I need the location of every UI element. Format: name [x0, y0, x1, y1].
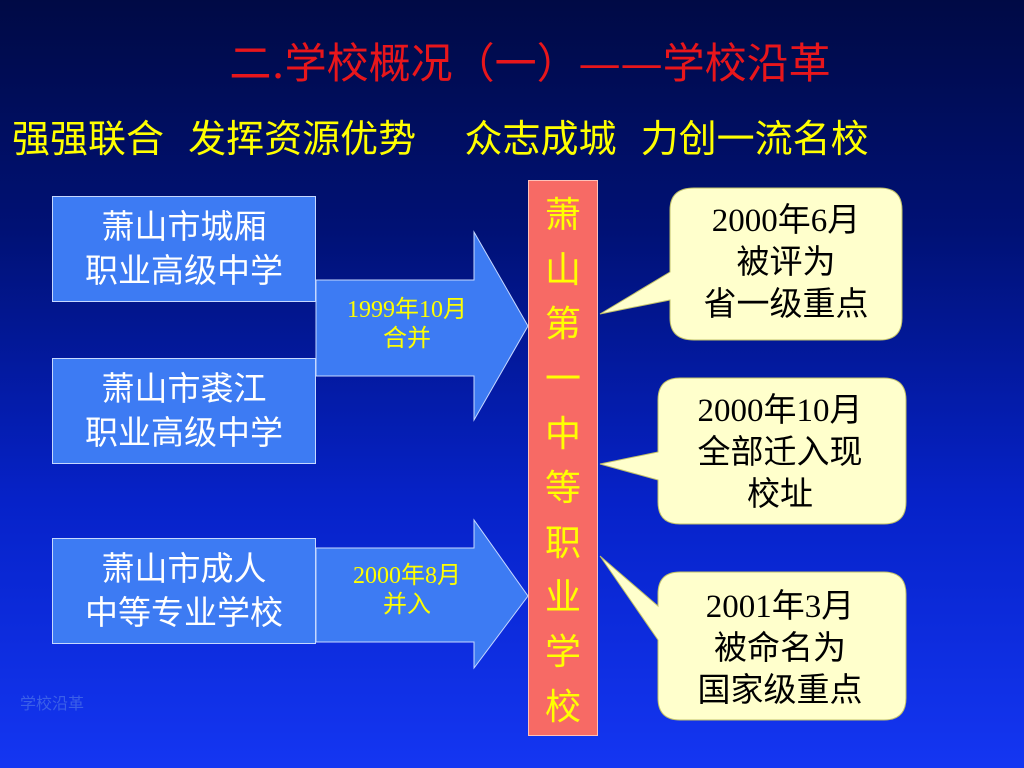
- milestone-text: 校址: [747, 477, 813, 513]
- merged-school-char: 山: [544, 249, 581, 291]
- merge-arrow-1999: [315, 230, 529, 422]
- source-school-name-line2: 职业高级中学: [85, 413, 283, 452]
- merged-school-char: 业: [544, 577, 581, 619]
- source-school-name-line1: 萧山市成人: [101, 549, 267, 588]
- merged-school-char: 校: [544, 686, 581, 728]
- callout-bubble-3: [599, 555, 907, 721]
- milestone-callout-2000-10: 2000年10月 全部迁入现 校址: [664, 390, 896, 516]
- source-school-name-line2: 中等专业学校: [85, 593, 283, 632]
- merge-arrow-label-2000: 2000年8月 并入: [312, 562, 502, 620]
- callout-bubble-1: [599, 187, 903, 341]
- milestone-callout-2000-06: 2000年6月 被评为 省一级重点: [670, 200, 902, 326]
- merged-school-box: 萧 山 第 一 中 等 职 业 学 校: [528, 180, 598, 736]
- source-school-name-line2: 职业高级中学: [85, 251, 283, 290]
- slide-subtitle: 强强联合 发挥资源优势 众志成城 力创一流名校: [12, 117, 869, 161]
- merged-school-char: 职: [544, 522, 581, 564]
- source-school-chengxiang: 萧山市城厢 职业高级中学: [52, 196, 316, 302]
- arrow-label-action: 并入: [383, 592, 431, 618]
- merged-school-char: 学: [544, 632, 581, 674]
- arrow-label-date: 2000年8月: [353, 563, 461, 589]
- merged-school-char: 第: [544, 304, 581, 346]
- milestone-text: 国家级重点: [697, 673, 863, 709]
- merged-school-char: 一: [544, 359, 581, 401]
- merged-school-char: 萧: [544, 195, 581, 237]
- slide-footer: 学校沿革: [20, 694, 85, 713]
- milestone-text: 被命名为: [714, 631, 846, 667]
- arrow-label-action: 合并: [383, 326, 431, 352]
- milestone-text: 全部迁入现: [697, 435, 863, 471]
- source-school-adult: 萧山市成人 中等专业学校: [52, 538, 316, 644]
- merge-arrow-label-1999: 1999年10月 合并: [312, 296, 502, 354]
- milestone-date: 2000年10月: [697, 393, 863, 429]
- milestone-date: 2001年3月: [705, 589, 855, 625]
- merge-arrow-2000: [315, 518, 529, 670]
- merged-school-char: 中: [544, 413, 581, 455]
- milestone-text: 省一级重点: [703, 287, 869, 323]
- source-school-qiujiang: 萧山市裘江 职业高级中学: [52, 358, 316, 464]
- callout-bubble-2: [599, 377, 907, 525]
- slide-title: 二.学校概况（一）——学校沿革: [229, 39, 831, 88]
- source-school-name-line1: 萧山市裘江: [101, 369, 267, 408]
- milestone-text: 被评为: [736, 245, 836, 281]
- milestone-date: 2000年6月: [711, 203, 861, 239]
- merged-school-char: 等: [544, 468, 581, 510]
- milestone-callout-2001-03: 2001年3月 被命名为 国家级重点: [664, 586, 896, 712]
- arrow-label-date: 1999年10月: [347, 297, 467, 323]
- source-school-name-line1: 萧山市城厢: [101, 207, 267, 246]
